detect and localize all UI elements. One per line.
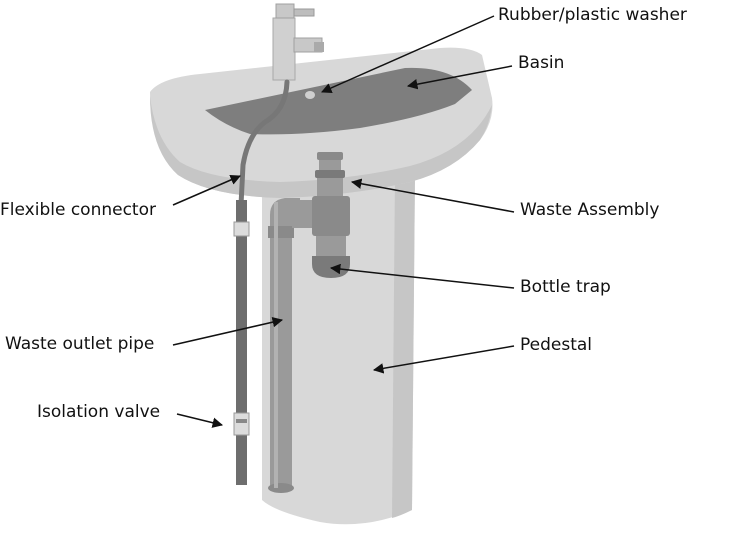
flexible-connector-hose [238,79,290,208]
leader-bottle-trap [329,263,515,289]
leader-washer [321,15,495,93]
washer-hole [305,91,315,99]
waste-assembly [292,152,350,278]
leader-flexible-connector [172,174,241,206]
label-flexible-connector: Flexible connector [0,200,156,220]
label-washer: Rubber/plastic washer [498,5,687,25]
leader-basin [406,65,513,90]
leader-waste-outlet [172,316,284,346]
pedestal-shape [262,172,415,525]
label-pedestal: Pedestal [520,335,593,355]
leader-lines [172,15,515,428]
waste-outlet-pipe [268,198,300,493]
label-basin: Basin [518,53,565,73]
label-waste-assembly: Waste Assembly [520,200,660,220]
label-waste-outlet-pipe: Waste outlet pipe [5,334,155,354]
leader-isolation-valve [176,413,224,428]
tap-shape [272,3,324,81]
supply-pipe [233,200,250,485]
label-bottle-trap: Bottle trap [520,277,611,297]
leader-pedestal [372,345,515,374]
leader-waste-assembly [350,178,515,213]
label-isolation-valve: Isolation valve [37,402,161,422]
